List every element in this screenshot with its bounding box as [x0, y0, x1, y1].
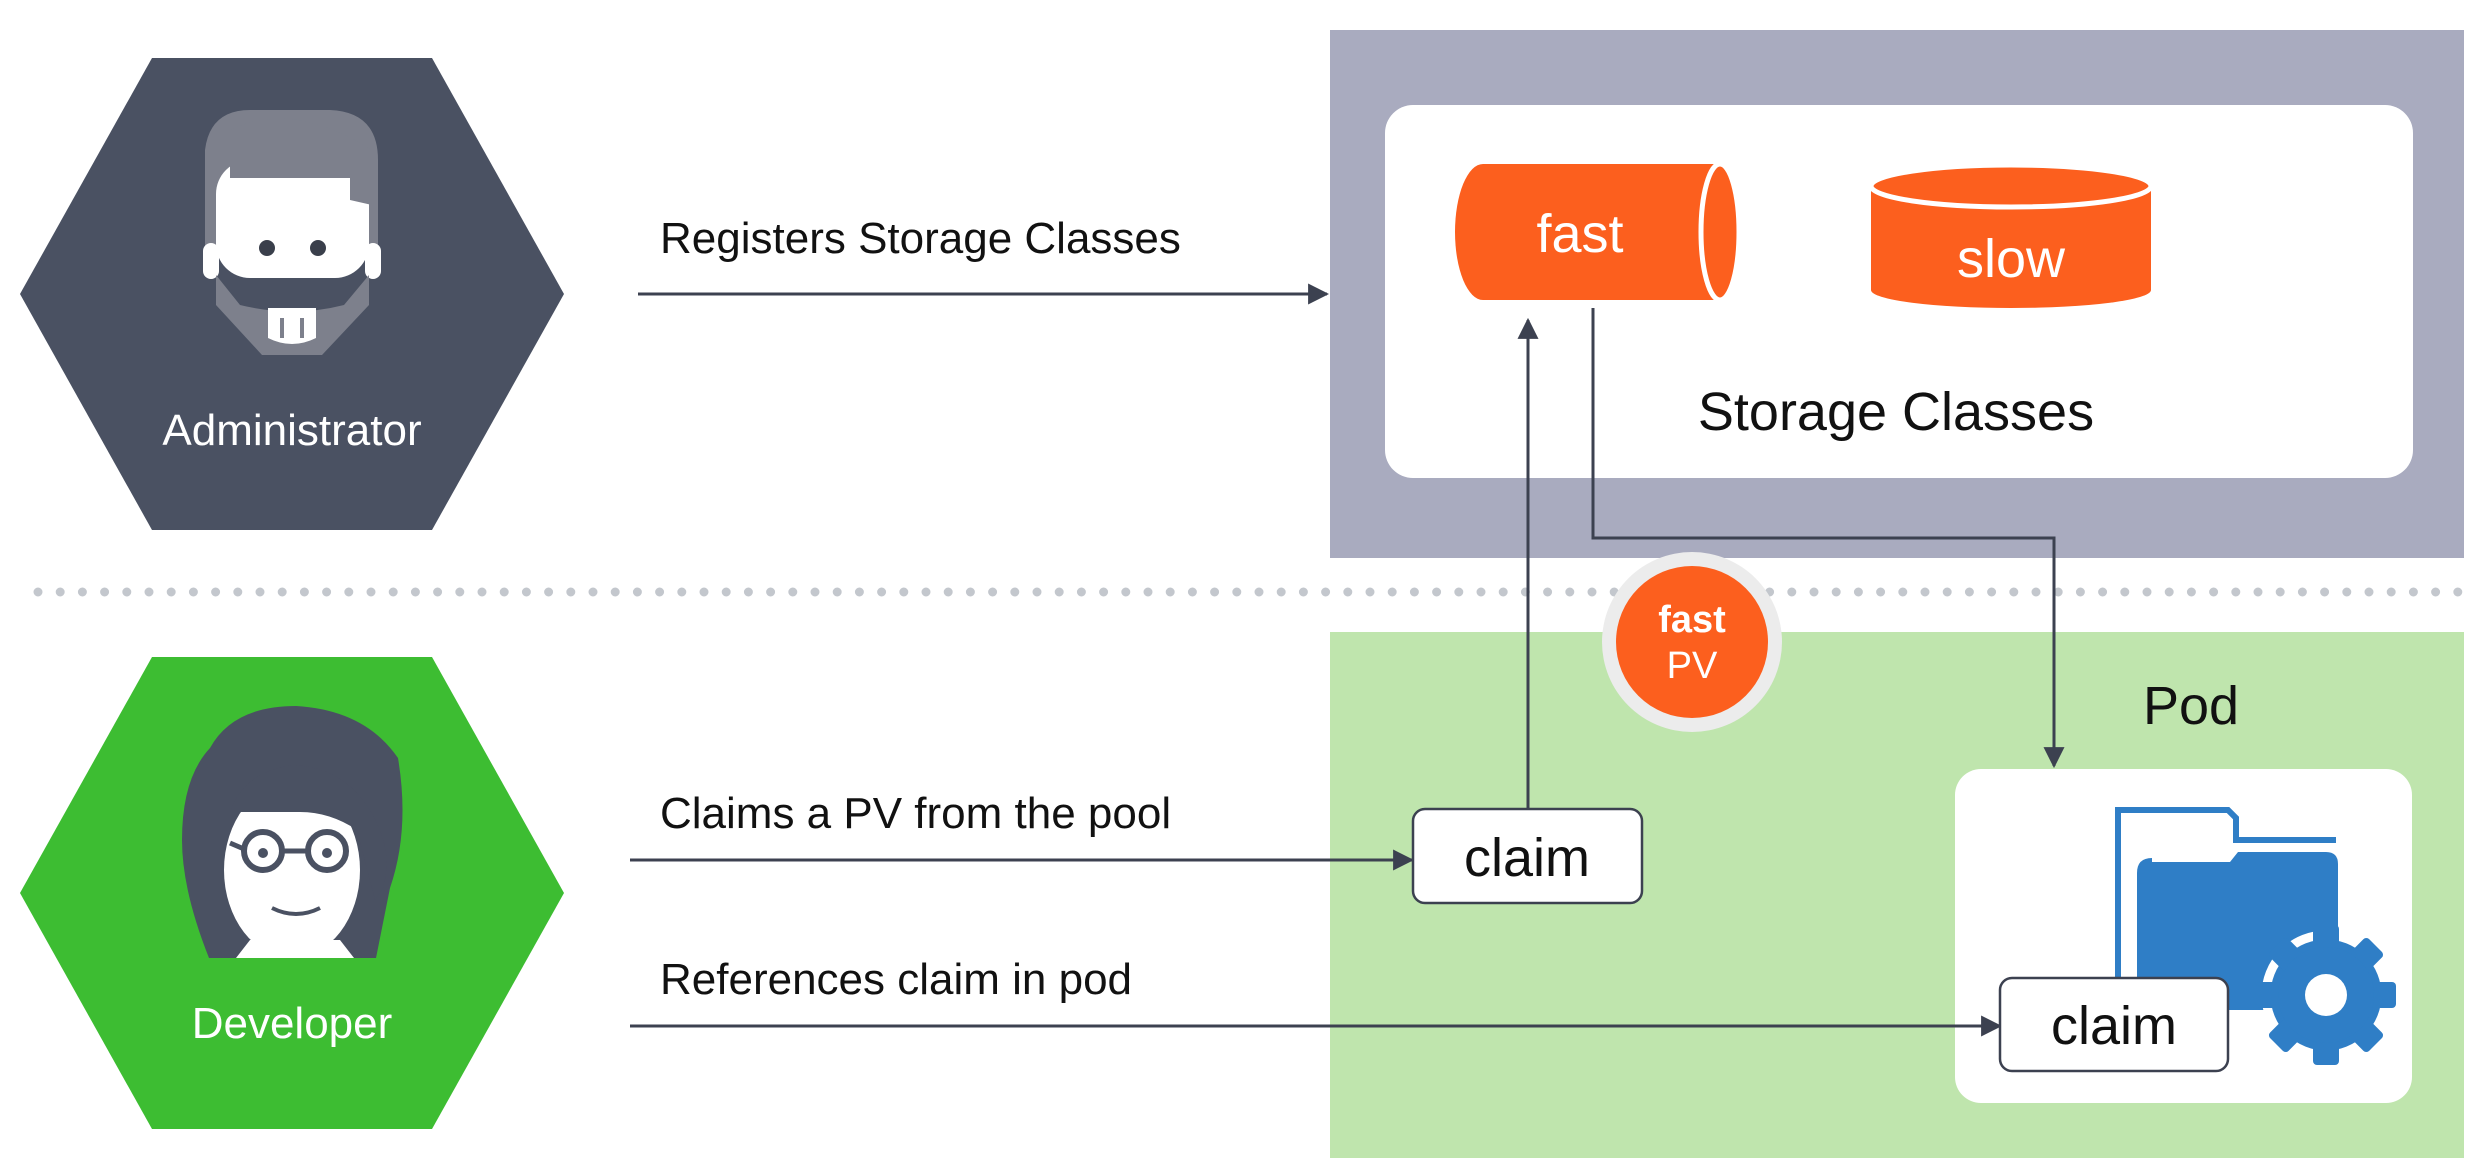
- folder-with-gear-icon: [2115, 807, 2396, 1065]
- pv-line2: PV: [1667, 645, 1718, 687]
- developer-label: Developer: [192, 999, 393, 1048]
- woman-with-glasses-icon: [182, 706, 403, 958]
- pod-claim-box[interactable]: claim: [1998, 976, 2230, 1073]
- bearded-man-icon: [203, 110, 381, 355]
- references-label: References claim in pod: [660, 955, 1132, 1004]
- folder-outline: [2115, 807, 2336, 1018]
- administrator-label: Administrator: [162, 406, 421, 455]
- administrator-actor: Administrator: [20, 58, 564, 530]
- slow-label: slow: [1957, 229, 2066, 289]
- cylinder-face: [1698, 161, 1742, 303]
- claims-label: Claims a PV from the pool: [660, 789, 1171, 838]
- storage-classes-title: Storage Classes: [1698, 382, 2094, 442]
- administrator-hexagon: [20, 58, 564, 530]
- fast-to-pod-arrow: [1591, 308, 2065, 769]
- claim-box[interactable]: claim: [1411, 807, 1644, 905]
- fast-storage-class[interactable]: fast: [1455, 161, 1742, 303]
- claim-label: claim: [1464, 828, 1590, 888]
- developer-actor: Developer: [20, 657, 564, 1129]
- registers-label: Registers Storage Classes: [660, 214, 1181, 263]
- pod-title: Pod: [2143, 676, 2239, 736]
- gear-icon: [2256, 925, 2396, 1065]
- fast-label: fast: [1536, 204, 1623, 264]
- fast-pv-badge[interactable]: fast PV: [1602, 552, 1782, 732]
- slow-storage-class[interactable]: slow: [1868, 162, 2154, 308]
- pod-claim-label: claim: [2051, 996, 2177, 1056]
- cylinder-top: [1868, 162, 2154, 210]
- cylinder-horizontal-icon: [1455, 164, 1739, 300]
- cylinder-vertical-icon: [1871, 187, 2151, 308]
- pv-line1: fast: [1658, 599, 1726, 641]
